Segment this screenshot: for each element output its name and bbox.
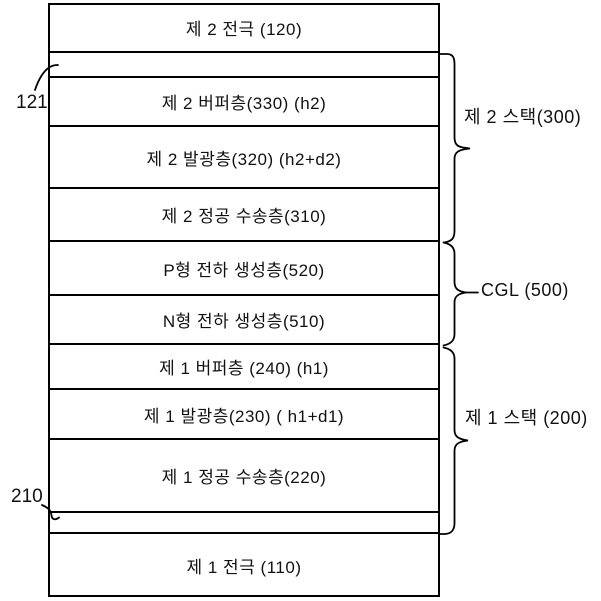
layer-emission-2: 제 2 발광층(320) (h2+d2) (48, 127, 440, 189)
ref-label-121: 121 (16, 92, 48, 113)
layer-hole-transport-1: 제 1 정공 수송층(220) (48, 440, 440, 513)
layer-buffer-2-label: 제 2 버퍼층(330) (h2) (161, 94, 327, 113)
layer-n-type-cgl: N형 전하 생성층(510) (48, 296, 440, 345)
layer-emission-1: 제 1 발광층(230) ( h1+d1) (48, 390, 440, 440)
layer-electrode-1: 제 1 전극 (110) (48, 534, 440, 597)
layer-n-type-cgl-label: N형 전하 생성층(510) (162, 312, 326, 331)
cgl-group-label: CGL (500) (481, 280, 569, 300)
layer-hole-transport-2-label: 제 2 정공 수송층(310) (161, 207, 327, 226)
layer-spacer-210 (48, 513, 440, 534)
ref-label-210: 210 (11, 486, 43, 507)
stack-outline-box (48, 3, 440, 597)
layer-p-type-cgl: P형 전하 생성층(520) (48, 242, 440, 296)
stack-1-group-label: 제 1 스택 (200) (465, 408, 588, 428)
layer-electrode-1-label: 제 1 전극 (110) (186, 558, 302, 577)
layer-p-type-cgl-label: P형 전하 생성층(520) (163, 260, 325, 280)
layer-electrode-2: 제 2 전극 (120) (48, 3, 440, 53)
layer-buffer-1: 제 1 버퍼층 (240) (h1) (48, 345, 440, 390)
brace-stack-1 (439, 346, 469, 535)
layer-buffer-1-label: 제 1 버퍼층 (240) (h1) (159, 359, 329, 378)
stack-2-group-label: 제 2 스택(300) (464, 107, 582, 127)
layer-hole-transport-2: 제 2 정공 수송층(310) (48, 189, 440, 242)
layer-electrode-2-label: 제 2 전극 (120) (185, 19, 303, 39)
brace-cgl (442, 241, 467, 347)
brace-stack-2 (439, 53, 471, 244)
layer-emission-1-label: 제 1 발광층(230) ( h1+d1) (143, 406, 345, 426)
layer-emission-2-label: 제 2 발광층(320) (h2+d2) (146, 149, 342, 169)
layer-hole-transport-1-label: 제 1 정공 수송층(220) (161, 468, 327, 487)
layer-buffer-2: 제 2 버퍼층(330) (h2) (48, 78, 440, 127)
layer-spacer-121 (48, 53, 440, 78)
